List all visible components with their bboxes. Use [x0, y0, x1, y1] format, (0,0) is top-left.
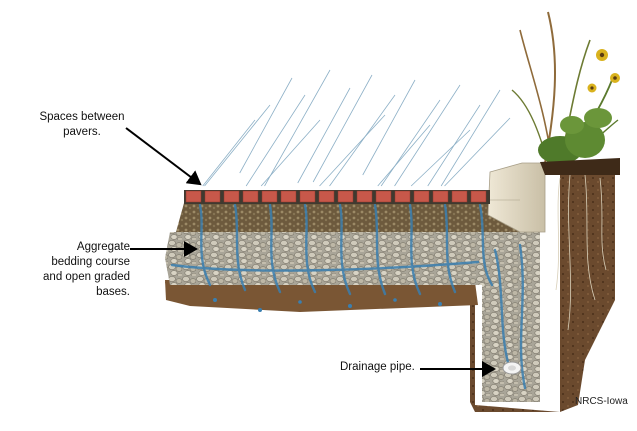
drainage-pipe: [503, 362, 521, 374]
paver-brick: [471, 191, 486, 202]
paver-brick: [433, 191, 448, 202]
paver-brick: [281, 191, 296, 202]
paver-brick: [376, 191, 391, 202]
rain-streak: [381, 100, 440, 186]
paver-brick: [205, 191, 220, 202]
rain-streak: [205, 105, 270, 186]
rain-streak: [330, 95, 395, 186]
rain-streak: [240, 78, 292, 173]
paver-row: [184, 190, 490, 204]
label-aggregate-bedding: Aggregate bedding course and open graded…: [18, 240, 130, 300]
rain-streak: [261, 120, 320, 186]
paver-brick: [452, 191, 467, 202]
rain-streak: [363, 80, 415, 175]
bedding-course: [176, 203, 522, 232]
credit-text: NRCS-Iowa: [575, 394, 628, 409]
paver-brick: [319, 191, 334, 202]
paver-brick: [338, 191, 353, 202]
rain-streak: [313, 75, 372, 182]
paver-brick: [243, 191, 258, 202]
label-spaces-between-pavers: Spaces between pavers.: [26, 110, 138, 140]
flower-icon: [588, 49, 621, 93]
rain-lines: [203, 70, 510, 186]
paver-brick: [262, 191, 277, 202]
rain-streak: [411, 130, 470, 186]
paver-brick: [186, 191, 201, 202]
paver-brick: [414, 191, 429, 202]
paver-brick: [224, 191, 239, 202]
rain-streak: [203, 120, 255, 186]
paver-brick: [395, 191, 410, 202]
label-drainage-pipe: Drainage pipe.: [340, 360, 440, 375]
paver-brick: [300, 191, 315, 202]
paver-brick: [357, 191, 372, 202]
